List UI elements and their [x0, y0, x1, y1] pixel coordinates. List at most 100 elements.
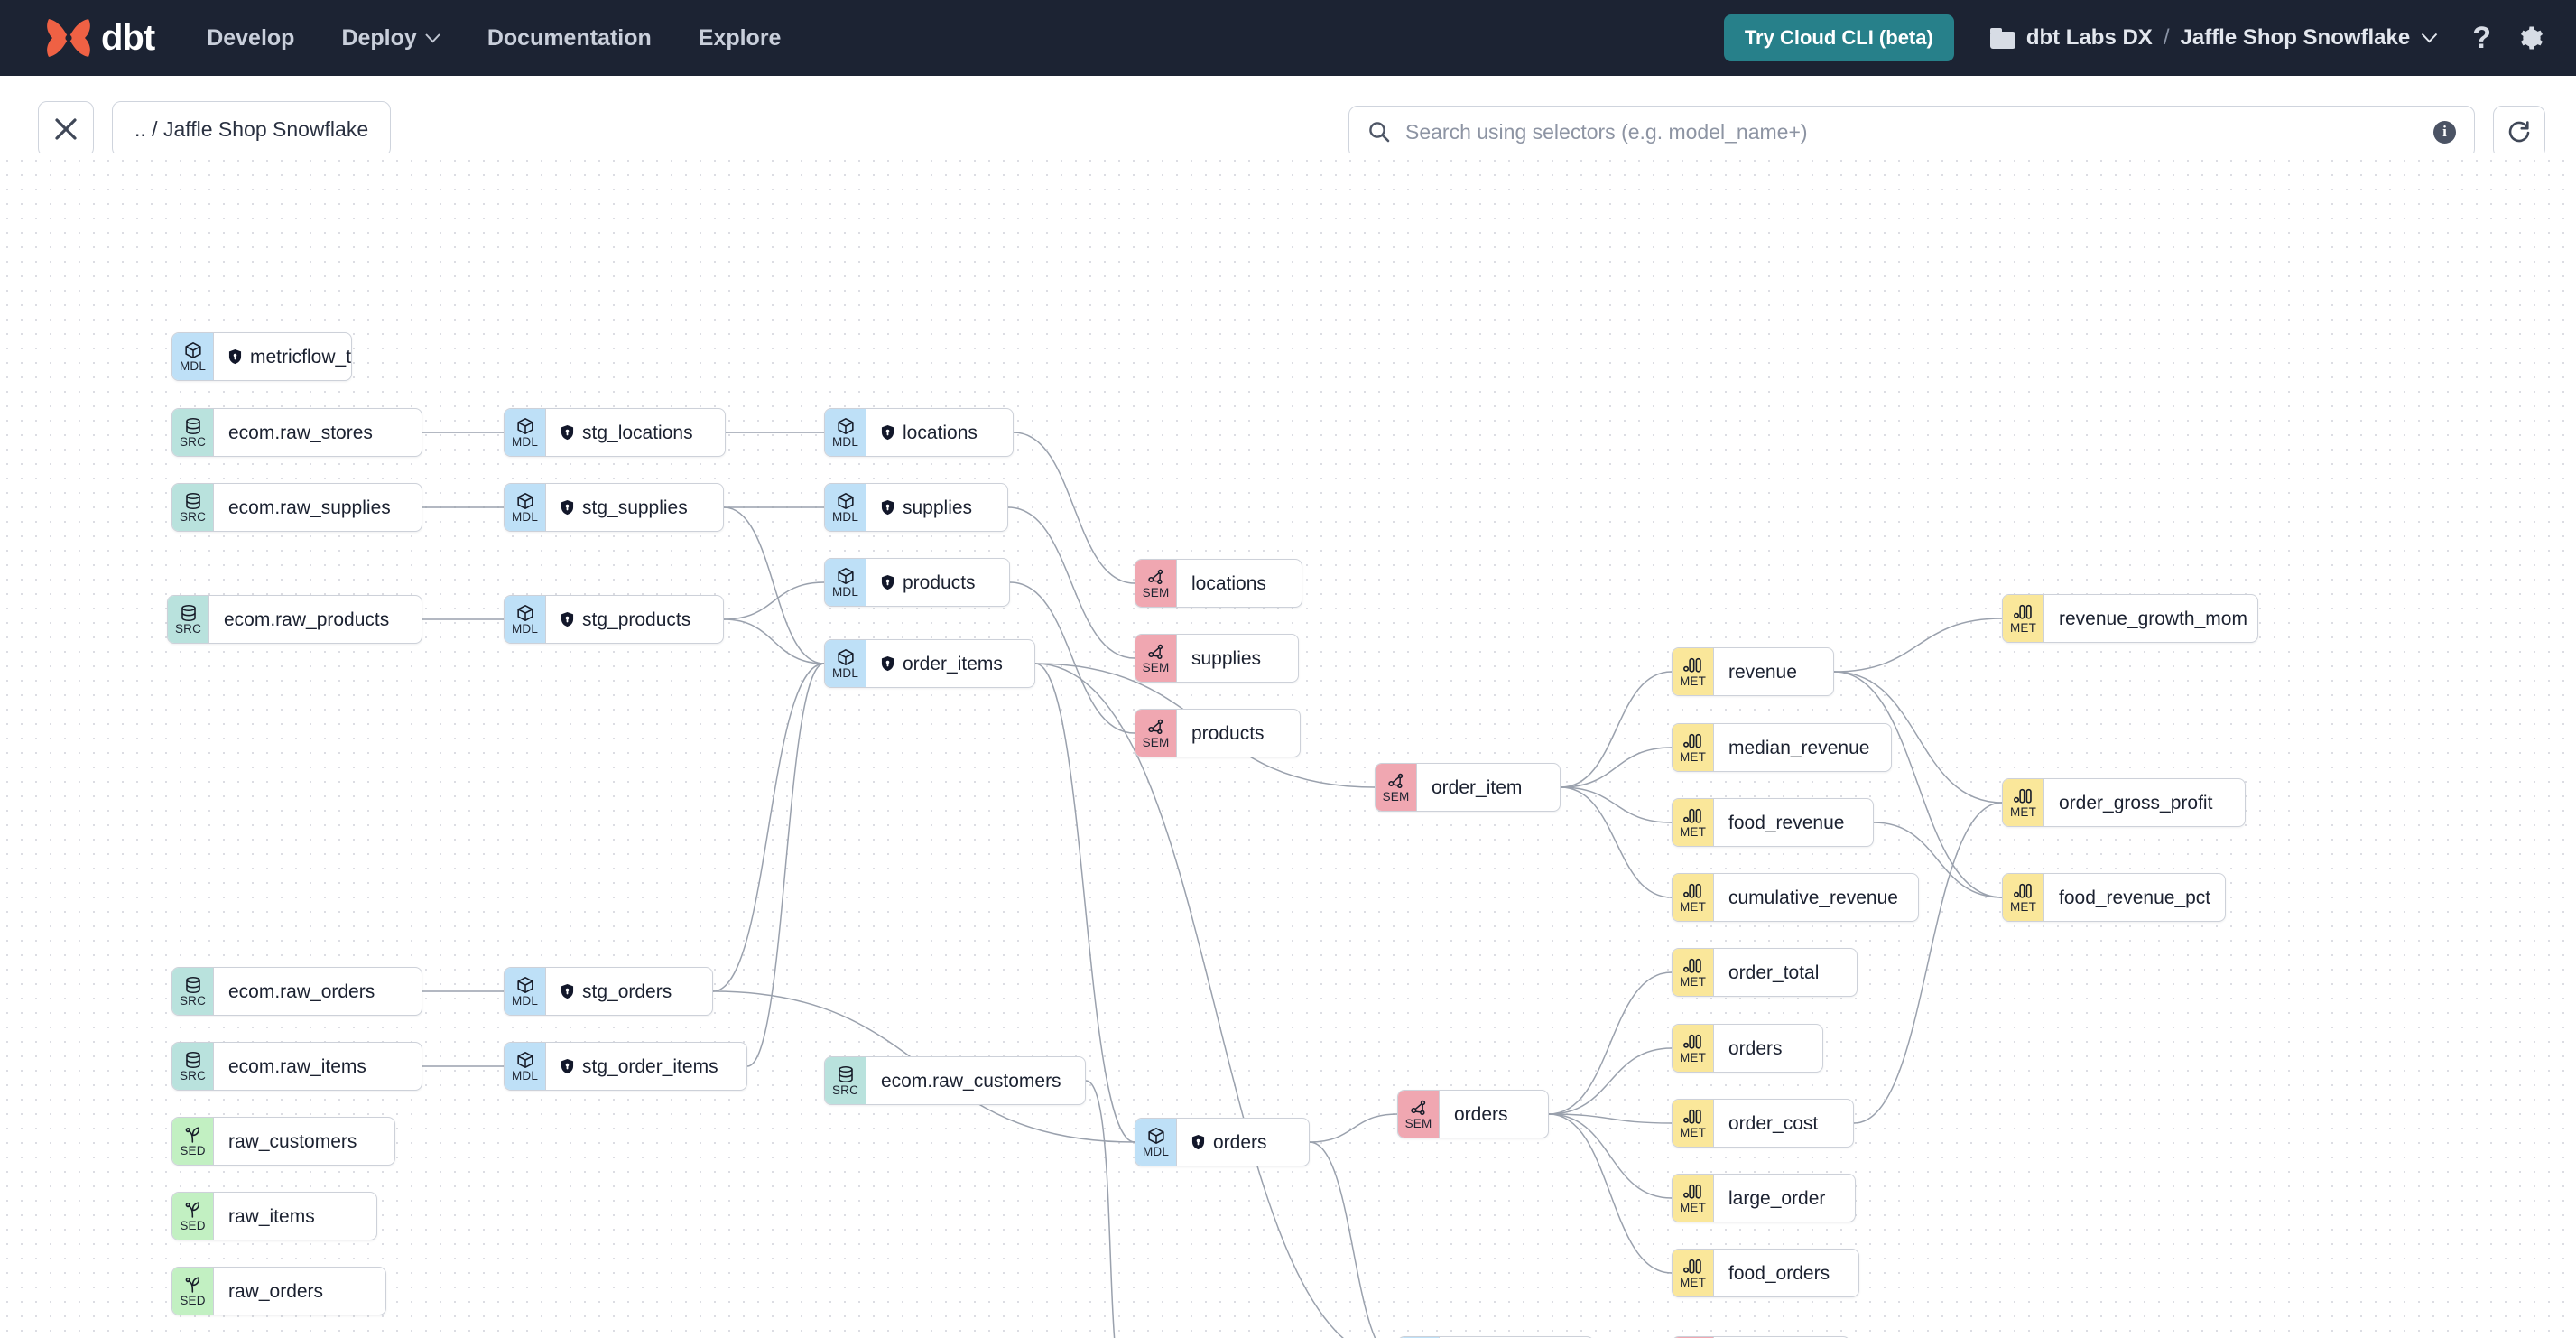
node-label: supplies: [1191, 647, 1262, 669]
node-type-label: SRC: [179, 434, 207, 449]
graph-node-sem-supplies[interactable]: SEM supplies: [1135, 634, 1299, 683]
lineage-edge-locations-to-sem-locations: [1013, 432, 1135, 584]
node-body: locations: [866, 409, 1013, 456]
search-input[interactable]: [1405, 119, 2433, 144]
chevron-down-icon[interactable]: [2421, 33, 2438, 43]
help-icon[interactable]: ?: [2472, 21, 2491, 55]
node-body: stg_products: [546, 596, 723, 643]
node-type-label: MET: [1679, 899, 1707, 914]
nav-utility-icons: ?: [2472, 23, 2544, 53]
lineage-edge-ecom-raw-customers-to-stg-customers: [1085, 1080, 1116, 1338]
graph-node-orders[interactable]: MDL orders: [1135, 1118, 1310, 1166]
node-type-label: MET: [2009, 804, 2037, 819]
info-icon[interactable]: i: [2433, 120, 2456, 144]
account-name[interactable]: dbt Labs DX: [2025, 25, 2153, 50]
lineage-edge-revenue-to-revenue-growth-mom: [1833, 618, 2003, 673]
node-label: orders: [1213, 1131, 1267, 1153]
shield-lock-icon: [228, 348, 242, 365]
project-name[interactable]: Jaffle Shop Snowflake: [2180, 25, 2411, 50]
node-graph-icon: [1146, 718, 1166, 736]
lineage-edge-stg-orders-to-order-items: [712, 663, 825, 992]
chevron-down-icon: [425, 33, 440, 42]
nav-develop[interactable]: Develop: [207, 25, 294, 51]
node-type-badge-met: MET: [1673, 799, 1714, 846]
node-body: stg_supplies: [546, 484, 723, 531]
nav-documentation[interactable]: Documentation: [487, 25, 652, 51]
node-type-label: SEM: [1142, 585, 1170, 599]
graph-node-order-total[interactable]: MET order_total: [1672, 948, 1858, 997]
dbt-mark-icon: [47, 19, 90, 57]
database-icon: [183, 492, 203, 510]
lineage-edge-sem-orders-to-order-cost: [1548, 1113, 1673, 1124]
nav-explore[interactable]: Explore: [699, 25, 782, 51]
node-type-badge-met: MET: [1673, 1250, 1714, 1296]
node-type-badge-src: SRC: [172, 409, 214, 456]
node-type-label: MDL: [1142, 1144, 1170, 1158]
node-label: stg_orders: [582, 980, 672, 1002]
lineage-edge-stg-products-to-products: [723, 581, 825, 620]
node-label: raw_orders: [228, 1280, 324, 1302]
node-type-badge-met: MET: [2003, 779, 2044, 826]
node-label: order_total: [1728, 962, 1820, 983]
nav-deploy[interactable]: Deploy: [341, 25, 440, 51]
node-body: order_total: [1714, 949, 1857, 996]
lineage-edge-supplies-to-sem-supplies: [1007, 506, 1135, 659]
close-lineage-button[interactable]: [38, 101, 94, 157]
node-label: stg_order_items: [582, 1055, 718, 1077]
try-cloud-cli-button[interactable]: Try Cloud CLI (beta): [1723, 14, 1954, 61]
graph-node-ecom-raw-stores[interactable]: SRC ecom.raw_stores: [171, 408, 422, 457]
node-body: stg_orders: [546, 968, 712, 1015]
node-type-label: MET: [1679, 974, 1707, 989]
node-body: ecom.raw_stores: [214, 409, 422, 456]
dbt-logo[interactable]: dbt: [45, 17, 155, 59]
node-body: orders: [1177, 1119, 1309, 1166]
node-label: ecom.raw_items: [228, 1055, 366, 1077]
lineage-edge-sem-order-item-to-food-revenue: [1560, 786, 1673, 823]
gear-icon[interactable]: [2516, 24, 2544, 51]
node-body: food_revenue: [1714, 799, 1873, 846]
node-label: stg_supplies: [582, 497, 688, 518]
node-body: food_orders: [1714, 1250, 1858, 1296]
node-label: revenue_growth_mom: [2059, 608, 2247, 629]
node-body: stg_order_items: [546, 1043, 746, 1090]
node-type-label: SEM: [1142, 660, 1170, 674]
node-type-badge-sem: SEM: [1398, 1091, 1440, 1138]
node-body: food_revenue_pct: [2044, 874, 2225, 921]
node-type-badge-src: SRC: [168, 596, 209, 643]
node-label: order_items: [903, 653, 1003, 674]
